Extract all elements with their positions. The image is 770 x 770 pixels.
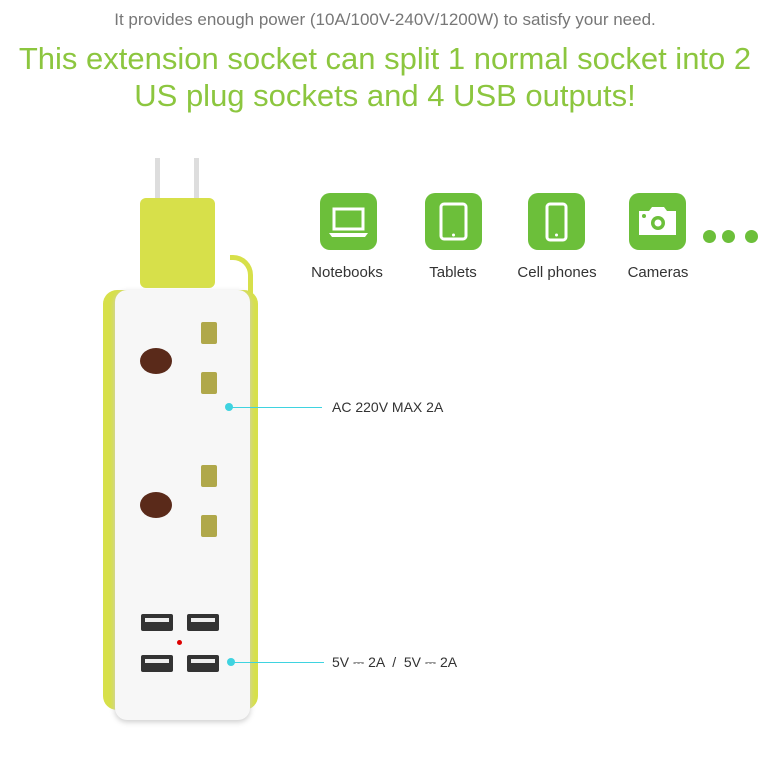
- callout-line: [234, 662, 324, 663]
- usb-port: [187, 614, 219, 631]
- usb-port: [141, 655, 173, 672]
- device-label: Tablets: [429, 264, 477, 281]
- usb-port: [141, 614, 173, 631]
- tablet-icon: [425, 193, 482, 250]
- camera-icon: [629, 193, 686, 250]
- device-label: Cell phones: [517, 264, 597, 281]
- headline: This extension socket can split 1 normal…: [18, 41, 752, 113]
- usb-spec: 5V ⎓ 2A / 5V ⎓ 2A: [332, 654, 458, 670]
- callout-dot: [225, 403, 233, 411]
- more-dot-icon: [745, 230, 758, 243]
- laptop-icon: [320, 193, 377, 250]
- usb-port: [187, 655, 219, 672]
- subtitle: It provides enough power (10A/100V-240V/…: [114, 10, 656, 29]
- more-dot-icon: [703, 230, 716, 243]
- device-label: Cameras: [627, 264, 689, 281]
- plug-prong: [155, 158, 160, 203]
- more-dot-icon: [722, 230, 735, 243]
- callout-line: [232, 407, 322, 408]
- phone-icon: [528, 193, 585, 250]
- ac-spec: AC 220V MAX 2A: [332, 399, 444, 415]
- callout-dot: [227, 658, 235, 666]
- plug-prong: [194, 158, 199, 203]
- device-label: Notebooks: [311, 264, 383, 281]
